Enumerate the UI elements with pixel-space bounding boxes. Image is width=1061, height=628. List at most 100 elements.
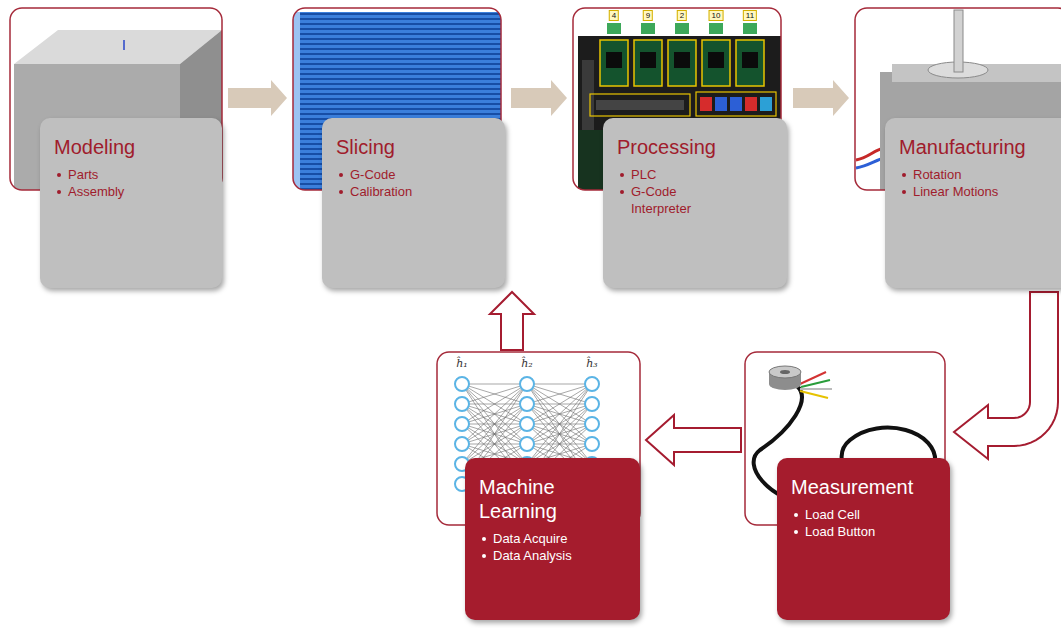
bullet-text: G-Code [350, 166, 396, 183]
bullet-dot [482, 537, 486, 541]
bullet-dot [482, 554, 486, 558]
bullet-item: Linear Motions [902, 183, 1061, 200]
sensor-wire [800, 391, 828, 398]
sensor-wire [801, 380, 830, 387]
bullet-dot [57, 190, 61, 194]
bullet-text: Linear Motions [913, 183, 998, 200]
neuron [585, 417, 599, 431]
feedback-arrow [490, 292, 534, 350]
bullet-dot [620, 190, 624, 194]
layer-label: ĥ₁ [456, 357, 468, 370]
bullet-item: Data Analysis [482, 547, 630, 564]
axis-icon [641, 23, 655, 34]
driver-module [600, 40, 628, 86]
axis-icon [607, 23, 621, 34]
process-step: SlicingG-CodeCalibration [293, 8, 505, 288]
step-card: ManufacturingRotationLinear Motions [885, 118, 1061, 288]
driver-module [736, 40, 764, 86]
motor-wire [856, 158, 884, 168]
step-card: SlicingG-CodeCalibration [322, 118, 505, 288]
bullet-item: Rotation [902, 166, 1061, 183]
bullet-item: Parts [57, 166, 212, 183]
neuron [585, 437, 599, 451]
callout-number: 4 [609, 10, 619, 21]
connector [715, 97, 727, 111]
bullet-dot [339, 173, 343, 177]
callout-number: 2 [677, 10, 687, 21]
bullet-text: Calibration [350, 183, 412, 200]
layer-edge [293, 12, 301, 190]
step-card: ProcessingPLCG-Code Interpreter [603, 118, 787, 288]
bullet-dot [902, 190, 906, 194]
bullet-text: Load Button [805, 523, 875, 540]
flow-arrow [793, 80, 849, 116]
step-card: MeasurementLoad CellLoad Button [777, 458, 950, 620]
driver-chip [606, 52, 622, 68]
axis-icon [709, 23, 723, 34]
bullet-dot [902, 173, 906, 177]
neuron [520, 417, 534, 431]
driver-chip [708, 52, 724, 68]
axis-icon [675, 23, 689, 34]
connector [700, 97, 712, 111]
pin-header [582, 60, 594, 130]
flow-arrow [228, 80, 287, 116]
bullet-item: G-Code Interpreter [620, 183, 777, 217]
driver-module [668, 40, 696, 86]
bullet-item: G-Code [339, 166, 495, 183]
driver-module [702, 40, 730, 86]
process-step: ProcessingPLCG-Code Interpreter [573, 8, 787, 288]
feedback-arrow [954, 292, 1058, 459]
bullet-text: G-Code Interpreter [631, 183, 731, 217]
feedback-arrow [646, 415, 741, 465]
callout-number: 11 [743, 10, 757, 21]
bullet-dot [794, 530, 798, 534]
neuron [455, 437, 469, 451]
driver-chip [674, 52, 690, 68]
motor-shaft [954, 10, 963, 72]
neuron [455, 397, 469, 411]
step-title: Modeling [54, 135, 212, 159]
bullet-item: PLC [620, 166, 777, 183]
bullet-text: Parts [68, 166, 98, 183]
neuron [455, 377, 469, 391]
step-title: Manufacturing [899, 135, 1061, 159]
neuron [585, 377, 599, 391]
callout-number: 9 [643, 10, 653, 21]
bullet-text: Assembly [68, 183, 124, 200]
process-step: ModelingPartsAssembly [10, 8, 222, 288]
bullet-item: Load Cell [794, 506, 940, 523]
neuron [585, 397, 599, 411]
bullet-dot [339, 190, 343, 194]
layer-label: ĥ₂ [521, 357, 533, 370]
neuron [520, 397, 534, 411]
cell-top [769, 366, 801, 378]
cell-button [780, 370, 790, 374]
bullet-text: Data Analysis [493, 547, 572, 564]
neuron [520, 437, 534, 451]
axis-mark [123, 40, 125, 50]
pin-row [596, 100, 684, 110]
bullet-item: Load Button [794, 523, 940, 540]
step-title: Measurement [791, 475, 940, 499]
step-title: Processing [617, 135, 777, 159]
flow-arrow [511, 80, 567, 116]
driver-chip [640, 52, 656, 68]
bullet-item: Calibration [339, 183, 495, 200]
bullet-text: Data Acquire [493, 530, 567, 547]
sensor-wire [800, 388, 832, 390]
connector [730, 97, 742, 111]
neuron [455, 417, 469, 431]
bullet-item: Data Acquire [482, 530, 630, 547]
bullet-text: Rotation [913, 166, 961, 183]
connector [745, 97, 757, 111]
driver-chip [742, 52, 758, 68]
step-card: ModelingPartsAssembly [40, 118, 222, 288]
bullet-dot [794, 513, 798, 517]
bullet-dot [620, 173, 624, 177]
process-step: MeasurementLoad CellLoad Button [745, 352, 950, 620]
neuron [520, 377, 534, 391]
bullet-text: Load Cell [805, 506, 860, 523]
